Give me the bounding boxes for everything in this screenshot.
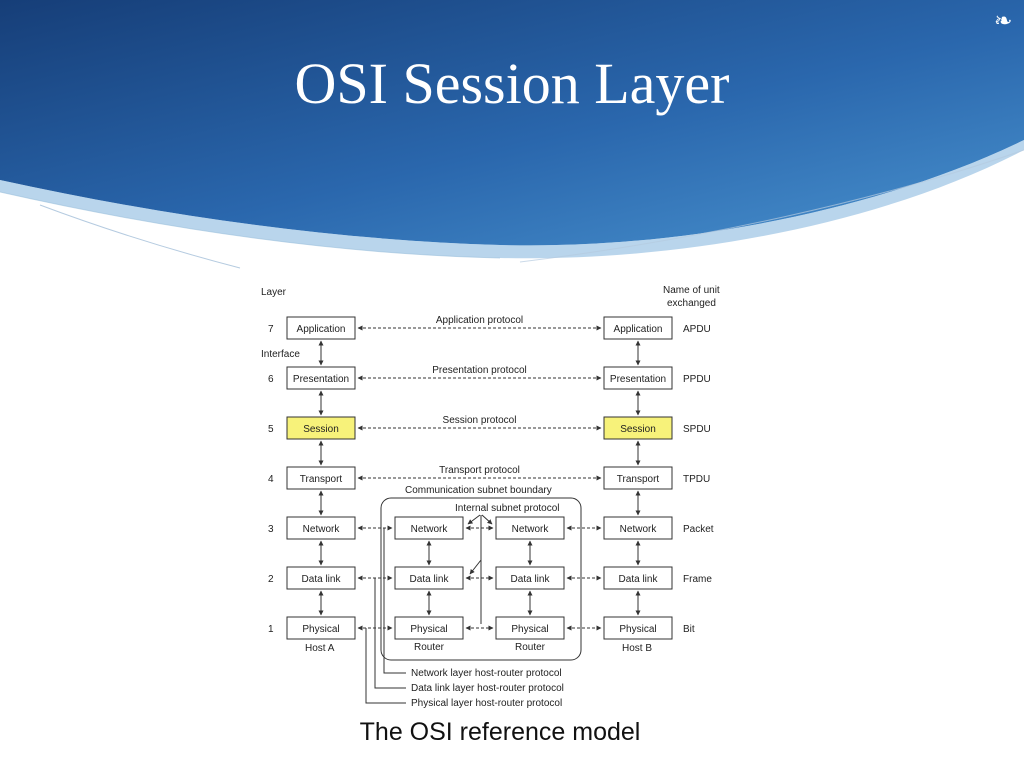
layer-number: 3 bbox=[268, 524, 274, 535]
interface-label: Interface bbox=[261, 349, 300, 360]
host-b-data-link-label: Data link bbox=[619, 574, 659, 585]
host-b-session-label: Session bbox=[620, 424, 656, 435]
router-1-network-box bbox=[394, 516, 464, 540]
fleur-icon: ❧ bbox=[994, 8, 1013, 33]
datalink-host-router-label: Data link layer host-router protocol bbox=[411, 683, 564, 694]
router-1-physical-label: Physical bbox=[410, 624, 447, 635]
layers-group: 7 Application Application APDU Application p… bbox=[268, 315, 714, 640]
layer-number: 5 bbox=[268, 424, 274, 435]
host-a-session-box bbox=[286, 416, 356, 440]
router-2-data-link-box bbox=[495, 566, 565, 590]
layer-number: 6 bbox=[268, 374, 274, 385]
router-2-network-box bbox=[495, 516, 565, 540]
host-a-label: Host A bbox=[305, 643, 335, 654]
host-router-leader-line bbox=[365, 628, 406, 704]
host-a-data-link-label: Data link bbox=[302, 574, 342, 585]
host-a-presentation-label: Presentation bbox=[293, 374, 349, 385]
host-b-application-box bbox=[603, 316, 673, 340]
host-a-transport-label: Transport bbox=[300, 474, 343, 485]
physical-host-router-label: Physical layer host-router protocol bbox=[411, 698, 562, 709]
slide-title: OSI Session Layer bbox=[294, 51, 730, 116]
host-a-session-label: Session bbox=[303, 424, 339, 435]
unit-header-line1: Name of unit bbox=[663, 285, 720, 296]
peer-protocol-label: Session protocol bbox=[443, 415, 517, 426]
host-a-data-link-box bbox=[286, 566, 356, 590]
host-router-leader-line bbox=[374, 578, 406, 689]
router-1-label: Router bbox=[414, 642, 445, 653]
host-b-data-link-box bbox=[603, 566, 673, 590]
host-b-network-box bbox=[603, 516, 673, 540]
host-a-application-box bbox=[286, 316, 356, 340]
layer-number: 7 bbox=[268, 324, 274, 335]
internal-protocol-pointer bbox=[481, 514, 493, 525]
peer-protocol-label: Presentation protocol bbox=[432, 365, 527, 376]
unit-label: TPDU bbox=[683, 474, 710, 485]
host-a-transport-box bbox=[286, 466, 356, 490]
peer-protocol-label: Application protocol bbox=[436, 315, 523, 326]
host-b-physical-label: Physical bbox=[619, 624, 656, 635]
layer-number: 1 bbox=[268, 624, 274, 635]
unit-label: Bit bbox=[683, 624, 695, 635]
unit-label: Packet bbox=[683, 524, 714, 535]
header-background bbox=[0, 0, 1024, 269]
unit-label: APDU bbox=[683, 324, 711, 335]
host-b-presentation-label: Presentation bbox=[610, 374, 666, 385]
unit-label: PPDU bbox=[683, 374, 711, 385]
host-a-network-box bbox=[286, 516, 356, 540]
host-b-physical-box bbox=[603, 616, 673, 640]
subnet-boundary-label: Communication subnet boundary bbox=[405, 485, 552, 496]
host-a-network-label: Network bbox=[303, 524, 341, 535]
router-2-network-label: Network bbox=[512, 524, 550, 535]
router-1-physical-box bbox=[394, 616, 464, 640]
host-b-transport-box bbox=[603, 466, 673, 490]
router-2-physical-label: Physical bbox=[511, 624, 548, 635]
host-b-label: Host B bbox=[622, 643, 652, 654]
router-1-data-link-box bbox=[394, 566, 464, 590]
host-a-physical-label: Physical bbox=[302, 624, 339, 635]
host-b-network-label: Network bbox=[620, 524, 658, 535]
internal-protocol-label: Internal subnet protocol bbox=[455, 503, 560, 514]
router-1-network-label: Network bbox=[411, 524, 449, 535]
router-2-physical-box bbox=[495, 616, 565, 640]
layer-header: Layer bbox=[261, 287, 287, 298]
router-2-label: Router bbox=[515, 642, 546, 653]
host-b-transport-label: Transport bbox=[617, 474, 660, 485]
host-a-physical-box bbox=[286, 616, 356, 640]
router-1-data-link-label: Data link bbox=[410, 574, 450, 585]
router-2-data-link-label: Data link bbox=[511, 574, 551, 585]
unit-label: SPDU bbox=[683, 424, 711, 435]
host-a-presentation-box bbox=[286, 366, 356, 390]
internal-protocol-pointer bbox=[469, 559, 482, 575]
host-b-presentation-box bbox=[603, 366, 673, 390]
unit-label: Frame bbox=[683, 574, 712, 585]
unit-header-line2: exchanged bbox=[667, 298, 716, 309]
host-b-application-label: Application bbox=[614, 324, 663, 335]
peer-protocol-label: Transport protocol bbox=[439, 465, 520, 476]
network-host-router-label: Network layer host-router protocol bbox=[411, 668, 562, 679]
host-b-session-box bbox=[603, 416, 673, 440]
host-router-protocol-lines bbox=[365, 528, 406, 704]
layer-number: 2 bbox=[268, 574, 274, 585]
host-router-leader-line bbox=[383, 528, 406, 674]
internal-protocol-pointer bbox=[467, 514, 481, 525]
diagram-caption: The OSI reference model bbox=[359, 718, 641, 746]
host-a-application-label: Application bbox=[297, 324, 346, 335]
layer-number: 4 bbox=[268, 474, 274, 485]
